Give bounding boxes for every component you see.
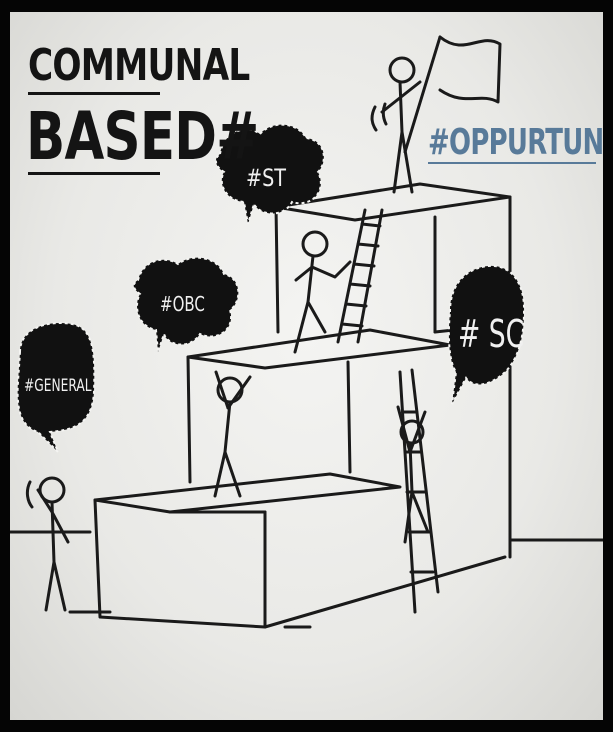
heading-line-2: BASED# bbox=[26, 98, 259, 175]
ladder-top bbox=[336, 208, 384, 344]
bubble-sc-label: # SC bbox=[458, 312, 525, 356]
heading-rule-bottom bbox=[28, 172, 160, 175]
heading-line-1: COMMUNAL bbox=[28, 40, 250, 91]
bubble-sc bbox=[447, 264, 526, 405]
flag-pole bbox=[403, 35, 442, 154]
bubble-st bbox=[214, 123, 325, 225]
bubble-st-label: #ST bbox=[246, 164, 287, 192]
stairs-illustration bbox=[10, 35, 603, 629]
flag bbox=[438, 35, 502, 104]
step-2 bbox=[186, 328, 452, 370]
opportunity-underline bbox=[428, 162, 596, 164]
bubble-obc-label: #OBC bbox=[160, 292, 205, 316]
sketch-canvas: COMMUNAL BASED# #OPPURTUNITY #GENERAL #O… bbox=[10, 12, 603, 720]
step-1 bbox=[93, 472, 402, 514]
bubble-general-label: #GENERAL bbox=[24, 376, 92, 396]
opportunity-caption: #OPPURTUNITY bbox=[428, 122, 603, 163]
bubble-obc bbox=[132, 256, 240, 353]
heading-rule-top bbox=[28, 92, 160, 95]
bubble-general bbox=[16, 322, 96, 453]
ladder-bottom bbox=[398, 368, 440, 614]
